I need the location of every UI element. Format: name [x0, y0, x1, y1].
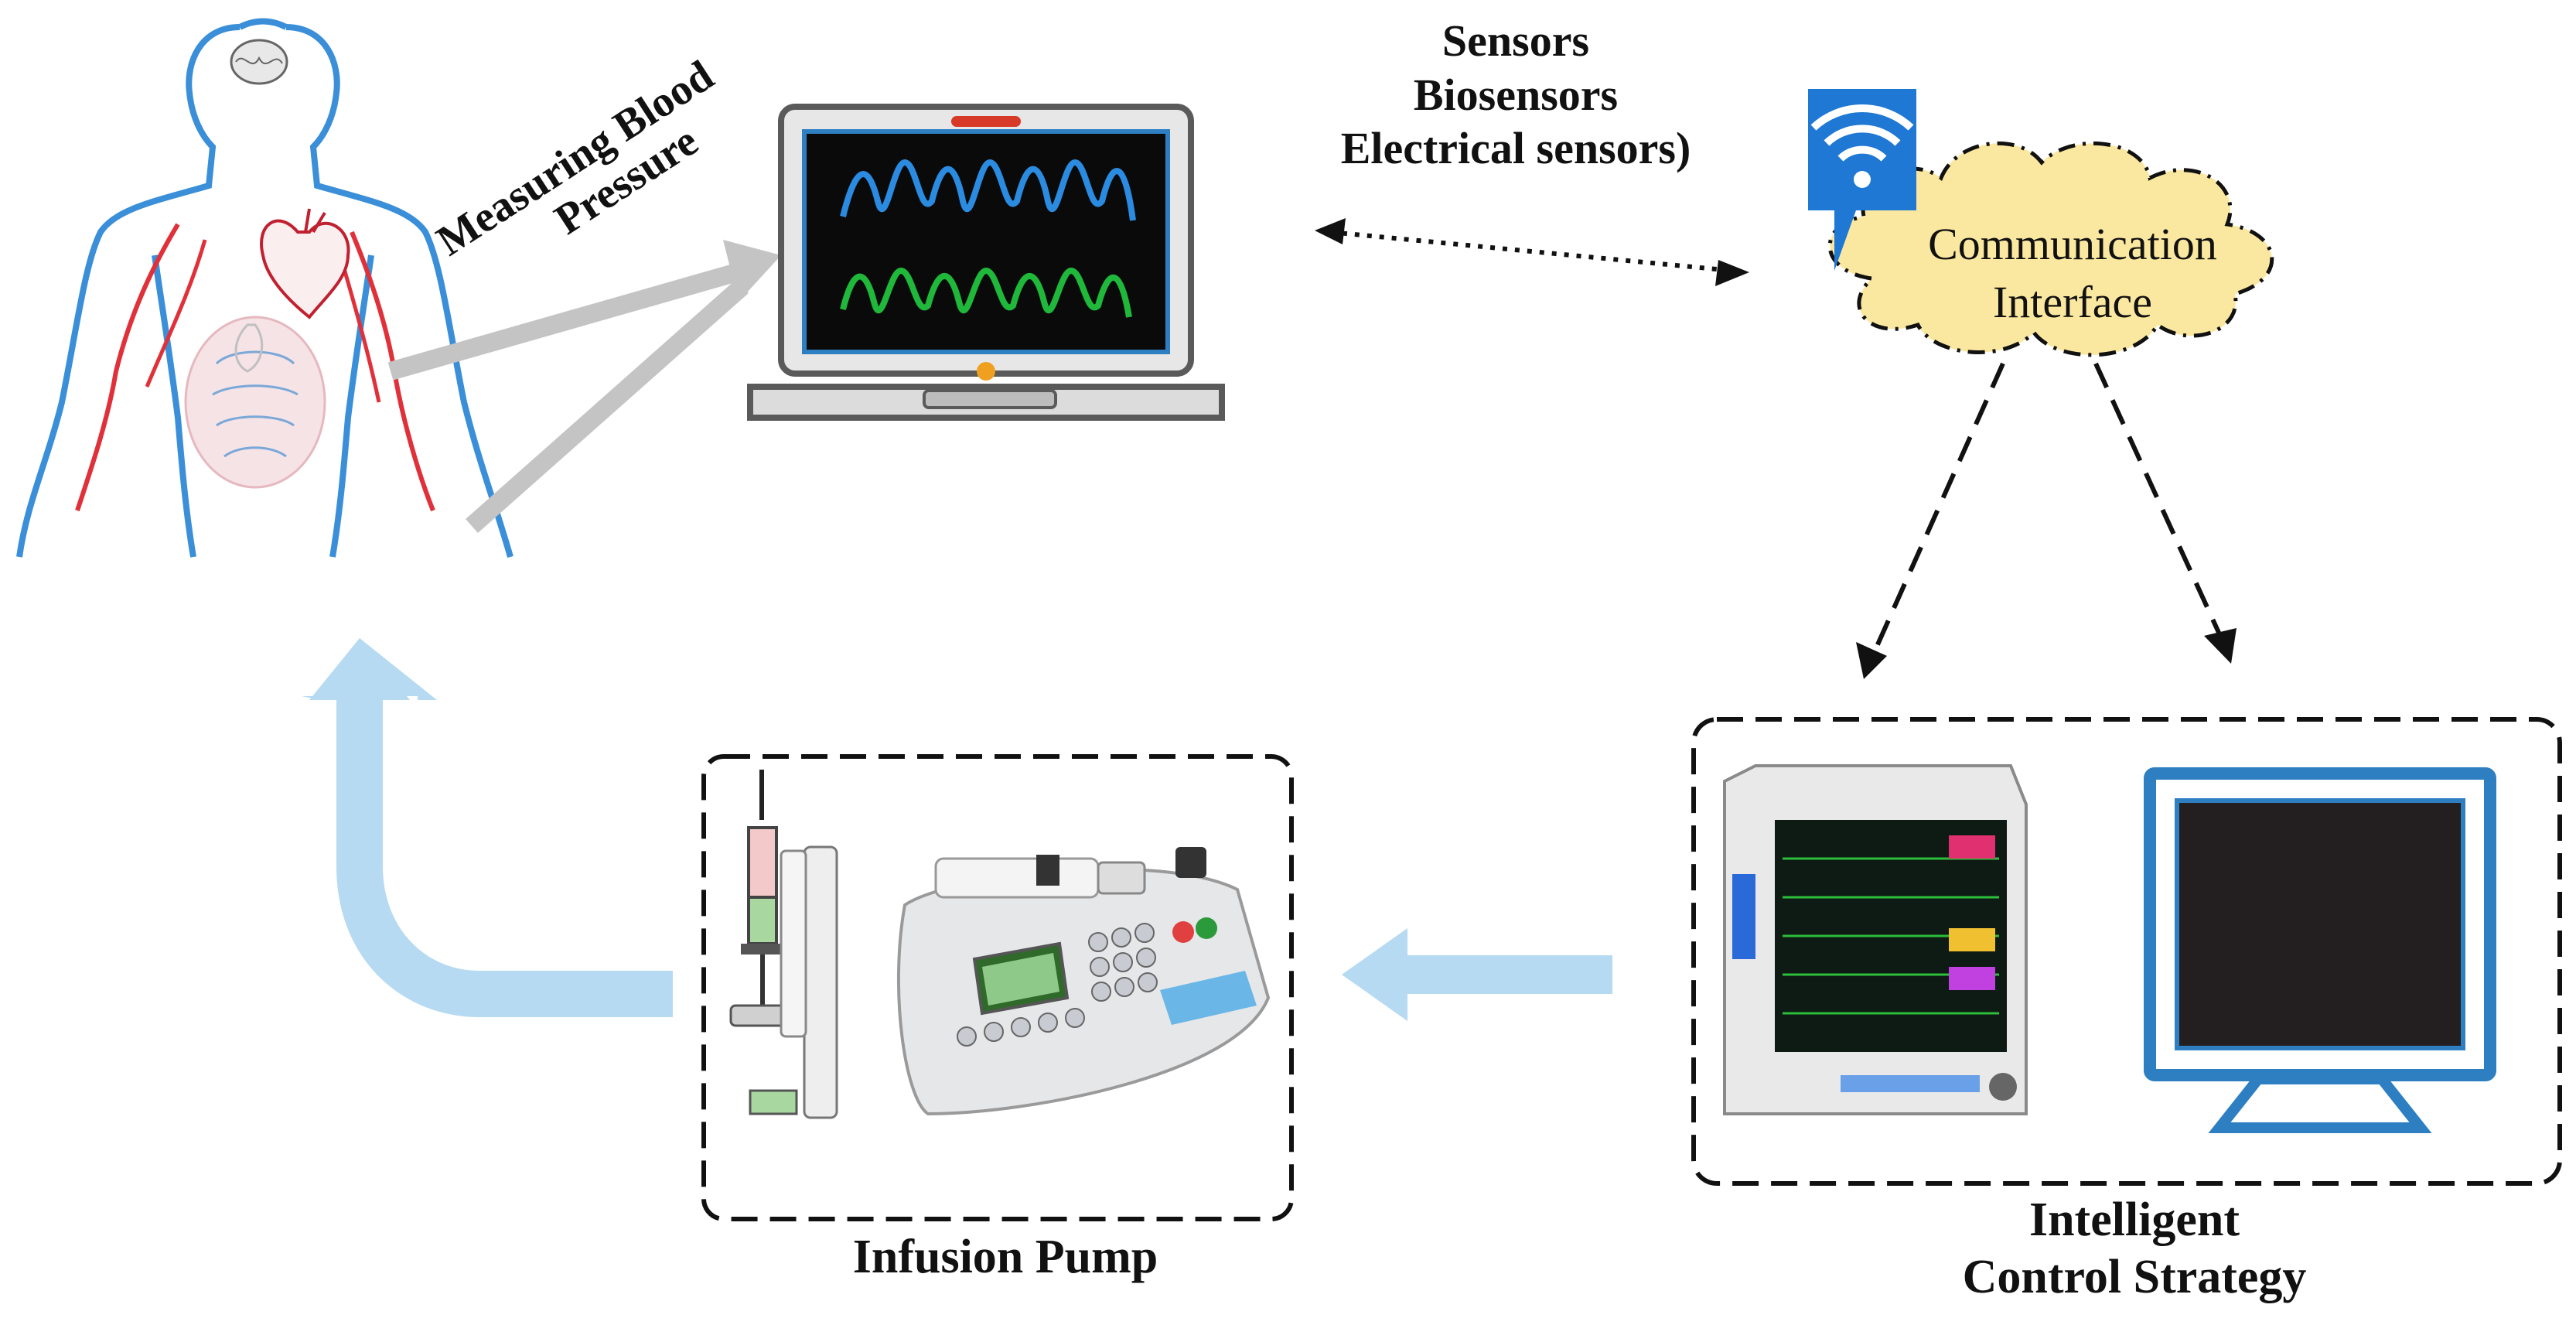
ecg-waveforms — [840, 159, 1136, 318]
sensors-line-2: Biosensors — [1413, 69, 1619, 120]
intelligent-control-label: Intelligent Control Strategy — [1825, 1191, 2444, 1306]
sensors-line-1: Sensors — [1442, 15, 1590, 66]
control-strategy-box — [1691, 717, 2562, 1186]
sensors-label: Sensors Biosensors Electrical sensors) — [1206, 14, 1825, 176]
infusion-pump-box — [701, 754, 1294, 1221]
laptop-icon — [747, 104, 1225, 421]
syringe-icon — [729, 770, 838, 1119]
flow-arrow-to-body — [302, 638, 673, 1017]
control-link-arrows — [1856, 362, 2237, 679]
infusion-pump-icon — [896, 847, 1271, 1116]
bp-measurement-arrows — [387, 240, 781, 533]
comm-line-1: Communication — [1928, 219, 2217, 269]
bp-label: Measuring Blood Pressure — [428, 51, 722, 265]
heart-icon — [260, 208, 350, 319]
patient-monitor-icon — [1723, 764, 2028, 1115]
flow-arrow-to-pump — [1342, 928, 1612, 1021]
communication-interface-label: Communication Interface — [1871, 215, 2274, 332]
comm-line-2: Interface — [1992, 277, 2153, 328]
wifi-icon — [1808, 89, 1916, 271]
brain-icon — [230, 39, 288, 85]
ics-line-1: Intelligent — [2028, 1194, 2240, 1246]
infusion-pump-label: Infusion Pump — [852, 1231, 1158, 1283]
sensors-line-3: Electrical sensors) — [1340, 123, 1691, 174]
sensor-link-arrow — [1315, 218, 1749, 286]
display-monitor-icon — [2144, 767, 2496, 1133]
ics-line-2: Control Strategy — [1962, 1251, 2307, 1304]
human-body-figure — [16, 18, 513, 558]
